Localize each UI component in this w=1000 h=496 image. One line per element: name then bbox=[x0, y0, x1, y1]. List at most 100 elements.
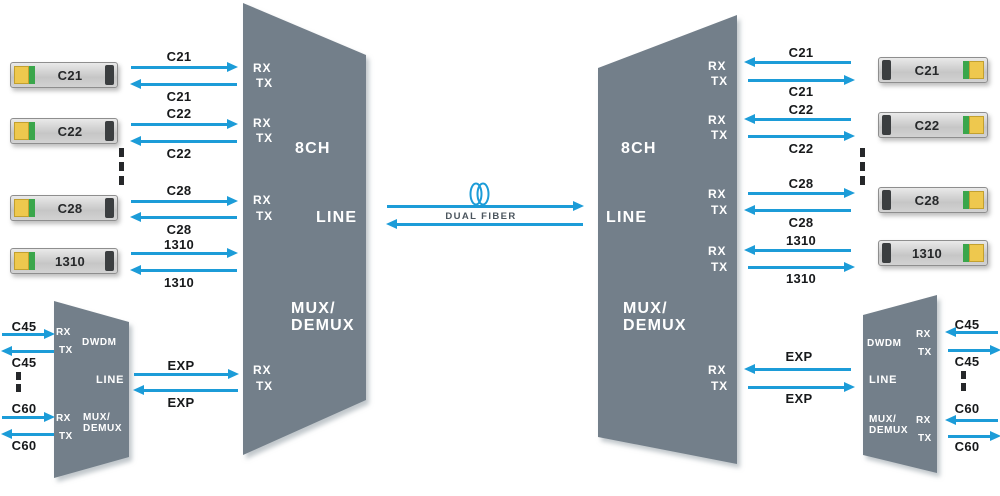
left-1310-top-label: 1310 bbox=[163, 237, 195, 252]
mux-line2: DEMUX bbox=[869, 425, 909, 436]
right-mux-muxdemux-title: MUX/ DEMUX bbox=[623, 300, 687, 334]
right-mux-ch3-tx-label: TX bbox=[711, 203, 728, 217]
transceiver-stripe-icon bbox=[29, 199, 35, 217]
left-c22-downlink-arrow bbox=[130, 136, 237, 146]
ellipsis-separator bbox=[119, 148, 124, 157]
left-c45-top-label: C45 bbox=[11, 319, 37, 334]
right-c28-tx-arrow bbox=[748, 188, 855, 198]
right-c45-tx-arrow bbox=[948, 345, 1000, 355]
mux-line2: DEMUX bbox=[291, 317, 355, 334]
transceiver-port-icon bbox=[105, 198, 114, 218]
ellipsis-separator bbox=[860, 162, 865, 171]
transceiver-label: C21 bbox=[914, 62, 940, 78]
transceiver-port-icon bbox=[882, 115, 891, 135]
left-exp-ch2-tx-label: TX bbox=[59, 431, 73, 442]
right-mux-exp-rx-label: RX bbox=[708, 363, 727, 377]
right-1310-rx-arrow bbox=[744, 245, 851, 255]
right-c28-top-label: C28 bbox=[788, 176, 814, 191]
right-exp-ch2-tx-label: TX bbox=[918, 433, 932, 444]
ellipsis-separator bbox=[961, 383, 966, 391]
right-mux-ch3-rx-label: RX bbox=[708, 187, 727, 201]
left-exp-ch1-tx-label: TX bbox=[59, 345, 73, 356]
right-c60-rx-arrow bbox=[945, 415, 998, 425]
dual-fiber-east-arrow bbox=[387, 201, 584, 211]
right-mux-channels-title: 8CH bbox=[621, 140, 657, 157]
transceiver-port-icon bbox=[882, 190, 891, 210]
mux-line1: MUX/ bbox=[83, 412, 111, 423]
left-exp-uplink-arrow bbox=[134, 369, 239, 379]
left-mux-ch2-rx-label: RX bbox=[253, 116, 272, 130]
left-c22-bottom-label: C22 bbox=[166, 146, 192, 161]
right-mux-ch1-rx-label: RX bbox=[708, 59, 727, 73]
right-mux-exp-tx-label: TX bbox=[711, 379, 728, 393]
right-exp-bottom-label: EXP bbox=[785, 391, 813, 406]
ellipsis-separator bbox=[860, 176, 865, 185]
right-c45-rx-arrow bbox=[945, 327, 998, 337]
right-c60-top-label: C60 bbox=[954, 401, 980, 416]
left-c60-bottom-label: C60 bbox=[11, 438, 37, 453]
dual-fiber-west-arrow bbox=[386, 219, 583, 229]
right-mux-line-title: LINE bbox=[606, 209, 648, 226]
left-exp-muxdemux-title: MUX/ DEMUX bbox=[83, 412, 122, 434]
right-1310-top-label: 1310 bbox=[785, 233, 817, 248]
transceiver-label: C22 bbox=[57, 123, 83, 139]
transceiver-label: C22 bbox=[914, 117, 940, 133]
left-mux-ch1-tx-label: TX bbox=[256, 76, 273, 90]
right-c22-top-label: C22 bbox=[788, 102, 814, 117]
right-exp-ch1-tx-label: TX bbox=[918, 347, 932, 358]
transceiver-stripe-icon bbox=[963, 191, 969, 209]
transceiver-latch-icon bbox=[969, 191, 984, 209]
right-exp-dwdm-title: DWDM bbox=[867, 338, 902, 349]
ellipsis-separator bbox=[119, 162, 124, 171]
left-c21-top-label: C21 bbox=[166, 49, 192, 64]
left-exp-line-title: LINE bbox=[96, 374, 125, 386]
transceiver-label: 1310 bbox=[911, 245, 943, 261]
left-transceiver-c28: C28 bbox=[10, 195, 118, 221]
transceiver-latch-icon bbox=[14, 66, 29, 84]
transceiver-stripe-icon bbox=[29, 252, 35, 270]
left-mux-line-title: LINE bbox=[316, 209, 358, 226]
right-exp-uplink-arrow bbox=[748, 382, 855, 392]
left-transceiver-1310: 1310 bbox=[10, 248, 118, 274]
right-c22-rx-arrow bbox=[744, 114, 851, 124]
right-c22-tx-arrow bbox=[748, 131, 855, 141]
right-transceiver-c28: C28 bbox=[878, 187, 988, 213]
right-c60-bottom-label: C60 bbox=[954, 439, 980, 454]
right-c22-bottom-label: C22 bbox=[788, 141, 814, 156]
left-1310-uplink-arrow bbox=[131, 248, 238, 258]
transceiver-stripe-icon bbox=[29, 66, 35, 84]
left-exp-ch2-rx-label: RX bbox=[56, 413, 71, 424]
left-c45-bottom-label: C45 bbox=[11, 355, 37, 370]
transceiver-port-icon bbox=[105, 121, 114, 141]
left-expansion-box-body bbox=[54, 301, 129, 478]
left-c22-top-label: C22 bbox=[166, 106, 192, 121]
transceiver-port-icon bbox=[105, 65, 114, 85]
right-exp-downlink-arrow bbox=[744, 364, 851, 374]
mux-line1: MUX/ bbox=[869, 414, 897, 425]
ellipsis-separator bbox=[16, 384, 21, 392]
right-mux-ch4-tx-label: TX bbox=[711, 260, 728, 274]
left-c45-uplink-arrow bbox=[2, 329, 55, 339]
left-mux-demux-body bbox=[243, 3, 366, 455]
right-expansion-box-body bbox=[863, 295, 937, 473]
mux-line1: MUX/ bbox=[291, 300, 336, 317]
left-transceiver-c21: C21 bbox=[10, 62, 118, 88]
right-exp-ch1-rx-label: RX bbox=[916, 329, 931, 340]
ellipsis-separator bbox=[961, 371, 966, 379]
transceiver-latch-icon bbox=[969, 61, 984, 79]
right-c28-bottom-label: C28 bbox=[788, 215, 814, 230]
left-mux-ch3-tx-label: TX bbox=[256, 209, 273, 223]
transceiver-latch-icon bbox=[14, 252, 29, 270]
mux-line2: DEMUX bbox=[623, 317, 687, 334]
left-c21-bottom-label: C21 bbox=[166, 89, 192, 104]
left-exp-ch1-rx-label: RX bbox=[56, 327, 71, 338]
left-c60-top-label: C60 bbox=[11, 401, 37, 416]
left-mux-ch2-tx-label: TX bbox=[256, 131, 273, 145]
right-transceiver-c22: C22 bbox=[878, 112, 988, 138]
left-c60-uplink-arrow bbox=[2, 412, 55, 422]
right-c60-tx-arrow bbox=[948, 431, 1000, 441]
transceiver-latch-icon bbox=[14, 122, 29, 140]
right-exp-muxdemux-title: MUX/ DEMUX bbox=[869, 414, 908, 436]
